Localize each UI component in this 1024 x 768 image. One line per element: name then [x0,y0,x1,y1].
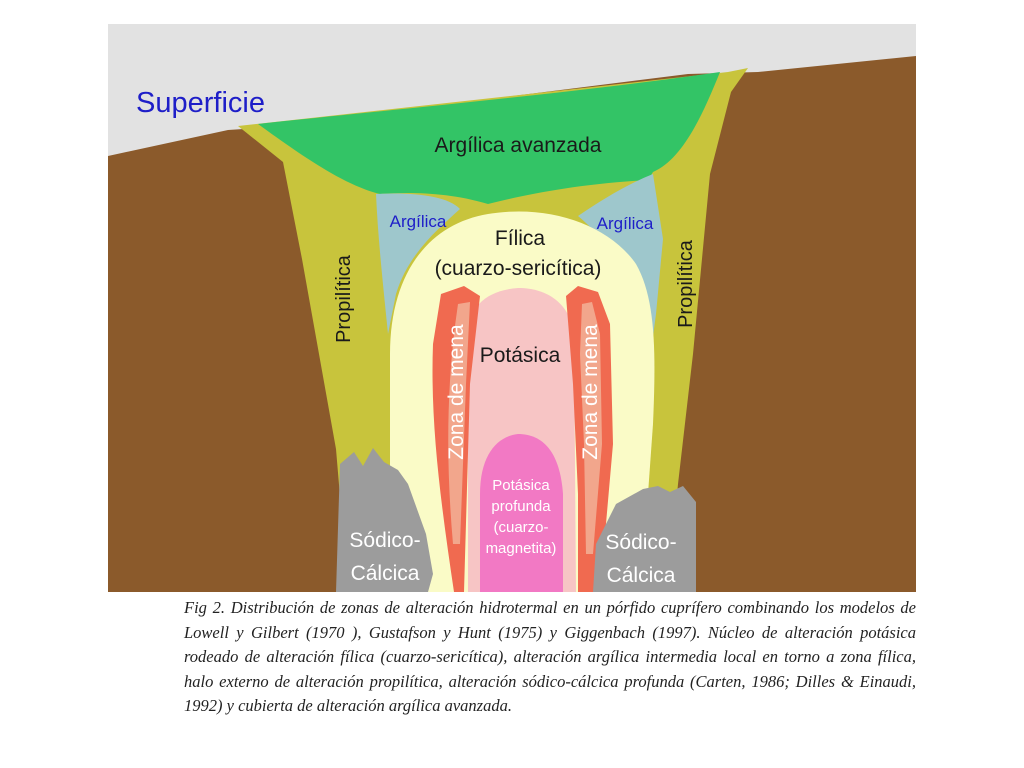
potasica-profunda-label-2: profunda [491,498,551,515]
zona-mena-left-label: Zona de mena [445,324,468,460]
propilitica-left-label: Propilítica [333,254,355,343]
potasica-profunda-label-4: magnetita) [486,540,557,557]
sodico-calcica-left-label-2: Cálcica [351,562,420,585]
argilica-avanzada-label: Argílica avanzada [435,134,602,157]
sodico-calcica-left-label-1: Sódico- [349,529,420,552]
propilitica-right-label: Propilítica [675,239,697,328]
potasica-profunda-label-3: (cuarzo- [493,519,548,536]
argilica-left-zone [376,193,460,334]
potasica-profunda-zone [480,434,563,592]
potasica-label: Potásica [480,344,561,367]
potasica-profunda-label-1: Potásica [492,477,550,494]
zona-mena-right-label: Zona de mena [579,324,602,460]
argilica-right-label: Argílica [597,214,654,233]
filica-label: Fílica [495,227,545,250]
zona-mena-right-core [580,302,602,554]
superficie-label: Superficie [136,87,265,119]
sodico-calcica-right-label-2: Cálcica [607,564,676,587]
sodico-calcica-right-label-1: Sódico- [605,531,676,554]
filica-subtitle-label: (cuarzo-sericítica) [435,257,602,280]
sodico-calcica-left-zone [336,448,433,592]
figure-caption: Fig 2. Distribución de zonas de alteraci… [184,598,916,715]
alteration-zones-diagram: Superficie Argílica avanzada Argílica Ar… [108,24,916,592]
zona-mena-left-core [448,302,470,544]
argilica-left-label: Argílica [390,212,447,231]
sodico-calcica-right-zone [593,486,696,592]
argilica-avanzada-zone [258,72,720,204]
